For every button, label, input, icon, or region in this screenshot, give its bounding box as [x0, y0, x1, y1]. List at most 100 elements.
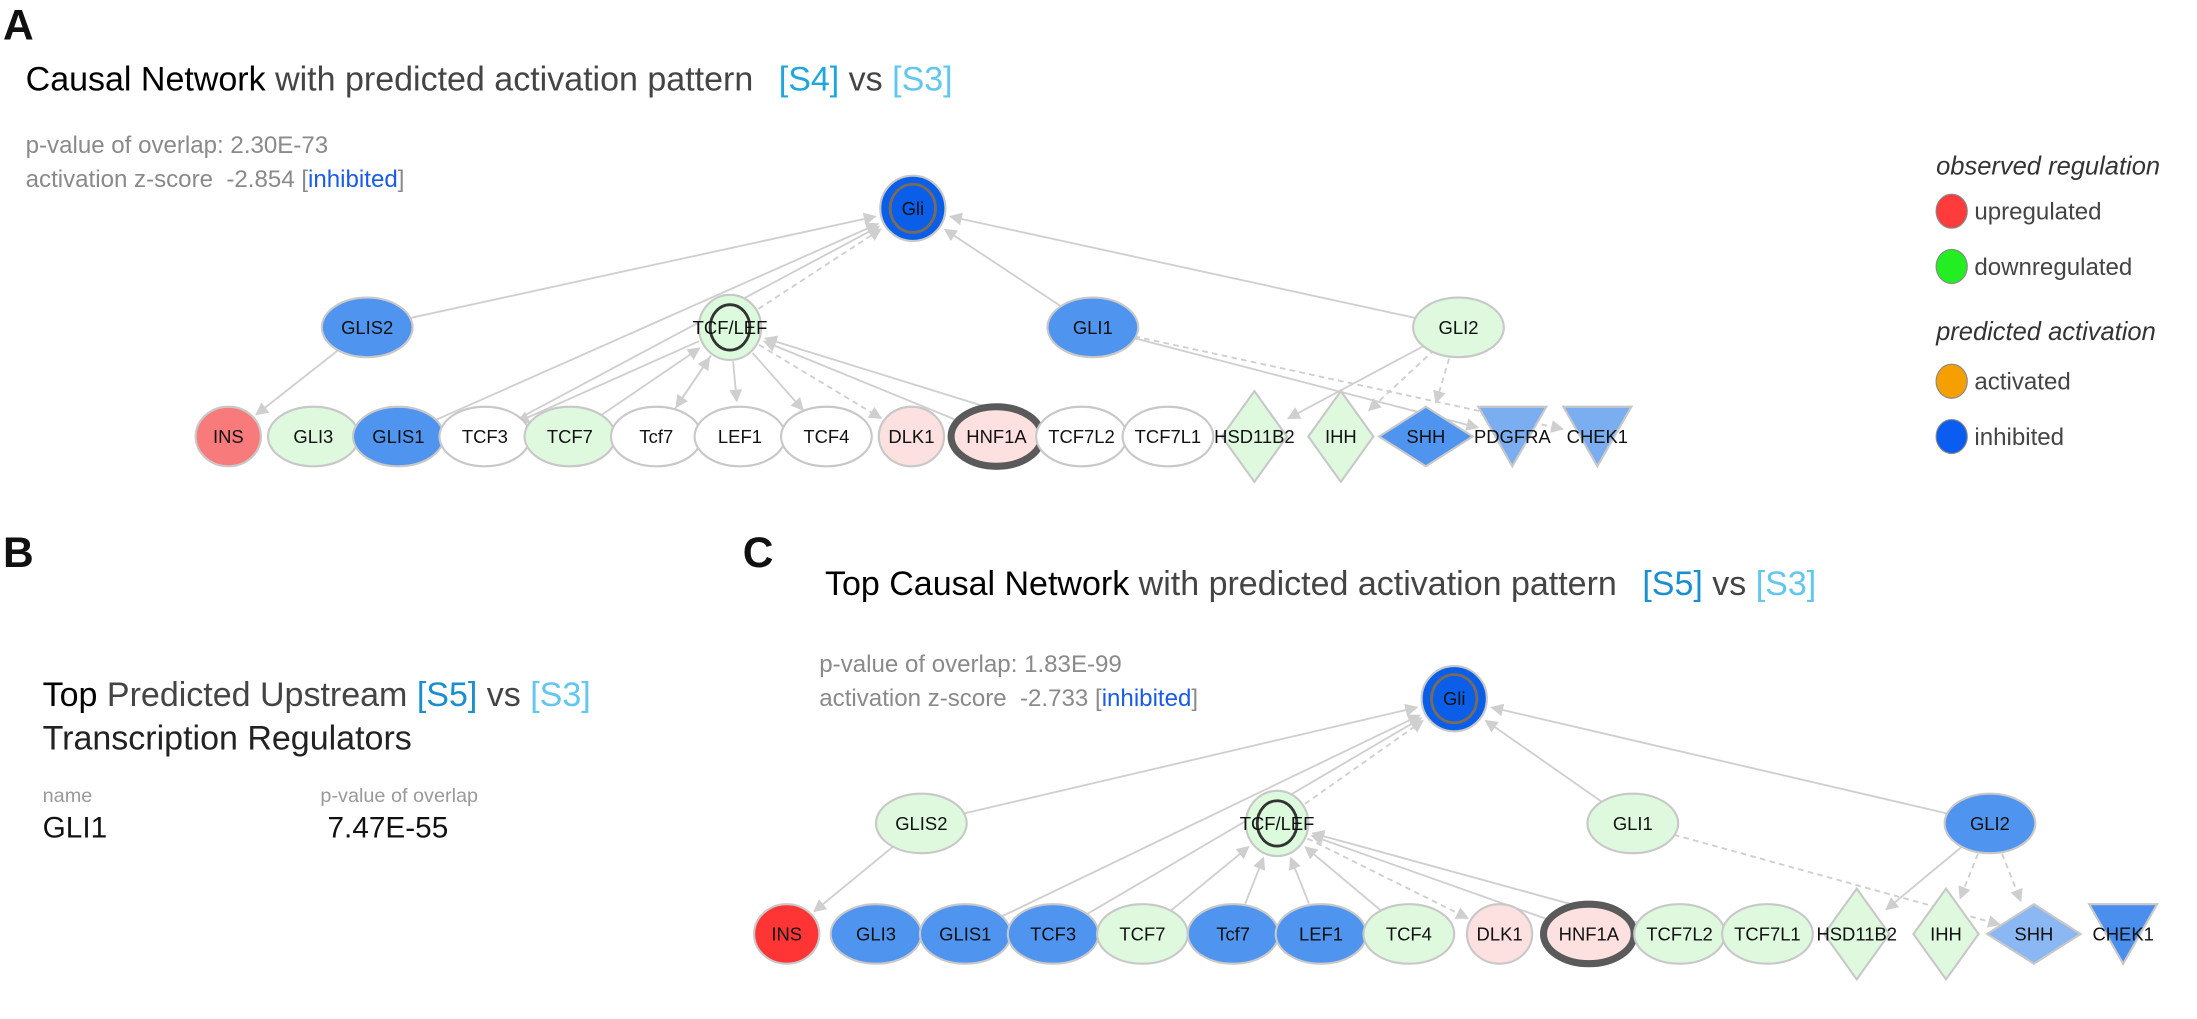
node-dlk1[interactable]: DLK1	[877, 405, 946, 468]
panel-c: C Top Causal Network with predicted acti…	[743, 530, 2160, 982]
edge-gli1-to-gli	[1484, 719, 1607, 806]
node-hsd11b2[interactable]: HSD11B2	[1214, 389, 1295, 484]
node-tcf4[interactable]: TCF4	[779, 405, 873, 468]
edges	[255, 212, 1565, 433]
node-label: LEF1	[718, 426, 762, 447]
node-label: DLK1	[888, 426, 934, 447]
node-label: GLIS2	[341, 317, 393, 338]
node-glis2[interactable]: GLIS2	[874, 792, 968, 855]
node-label: CHEK1	[1567, 426, 1628, 447]
node-tcf7l2[interactable]: TCF7L2	[1633, 903, 1726, 965]
node-gli[interactable]: Gli	[1420, 665, 1488, 733]
node-label: GLI1	[1073, 317, 1113, 338]
node-label: INS	[213, 426, 244, 447]
node-tcf7l2[interactable]: TCF7L2	[1035, 405, 1128, 468]
node-tcf3[interactable]: TCF3	[438, 405, 532, 468]
node-shape	[1121, 405, 1215, 468]
node-tcf7[interactable]: TCF7	[1096, 903, 1189, 965]
node-shape	[1362, 903, 1456, 965]
node-label: SHH	[2014, 923, 2053, 944]
edge-glis2-to-gli	[952, 703, 1419, 817]
node-lef1[interactable]: LEF1	[693, 405, 787, 468]
edge-gli1-to-gli	[943, 228, 1067, 311]
node-shh[interactable]: SHH	[1985, 902, 2083, 965]
node-shape	[1822, 886, 1891, 982]
node-gli1[interactable]: GLI1	[1586, 792, 1680, 855]
node-shape	[877, 405, 946, 468]
node-tcf7[interactable]: Tcf7	[1186, 903, 1280, 965]
edge-gli1-to-chek1	[1124, 333, 1565, 433]
node-tcf7l1[interactable]: TCF7L1	[1121, 405, 1215, 468]
legend: observed regulation upregulated downregu…	[1935, 152, 2160, 455]
node-tcf-lef[interactable]: TCF/LEF	[693, 293, 768, 362]
zscore-text: activation z-score -2.854 [inhibited]	[26, 166, 405, 193]
node-label: TCF7L1	[1734, 923, 1801, 944]
node-glis2[interactable]: GLIS2	[320, 296, 414, 359]
node-inner-ring	[708, 303, 752, 352]
node-hnf1a[interactable]: HNF1A	[1539, 900, 1638, 968]
edge-gli2-to-gli	[948, 212, 1427, 322]
legend-activated: activated	[1974, 369, 2070, 396]
node-glis1[interactable]: GLIS1	[351, 405, 445, 468]
node-gli[interactable]: Gli	[879, 174, 947, 242]
node-lef1[interactable]: LEF1	[1274, 903, 1368, 965]
edge-tcf-lef-to-dlk1	[1307, 837, 1470, 920]
node-pdgfra[interactable]: PDGFRA	[1474, 405, 1551, 469]
node-gli3[interactable]: GLI3	[266, 405, 360, 468]
node-shape	[1721, 903, 1814, 965]
node-shh[interactable]: SHH	[1377, 405, 1475, 468]
panel-letter: C	[743, 530, 774, 577]
node-label: GLI2	[1439, 317, 1479, 338]
edge-gli2-to-ihh	[1367, 348, 1436, 412]
node-label: Gli	[1443, 688, 1466, 709]
node-chek1[interactable]: CHEK1	[1561, 405, 1634, 469]
legend-heading-predicted: predicted activation	[1935, 318, 2156, 346]
node-ins[interactable]: INS	[194, 405, 262, 468]
node-tcf7[interactable]: Tcf7	[609, 405, 703, 468]
panel-a-title: Causal Network with predicted activation…	[26, 61, 953, 99]
edge-hnf1a-to-tcf-lef	[762, 339, 967, 426]
node-tcf3[interactable]: TCF3	[1006, 903, 1100, 965]
node-ihh[interactable]: IHH	[1912, 886, 1980, 982]
edge-gli2-to-shh	[1433, 358, 1451, 404]
node-label: GLI2	[1970, 813, 2010, 834]
regulator-pvalue: 7.47E-55	[328, 812, 449, 845]
edge-glis1-to-gli	[994, 714, 1421, 921]
node-hsd11b2[interactable]: HSD11B2	[1816, 886, 1897, 982]
node-gli1[interactable]: GLI1	[1046, 296, 1140, 359]
edge-glis2-to-ins	[255, 346, 343, 416]
node-label: TCF7L2	[1646, 923, 1713, 944]
panel-a: A Causal Network with predicted activati…	[3, 3, 1634, 484]
node-tcf7[interactable]: TCF7	[523, 405, 617, 468]
edge-gli2-to-hsd11b2	[1885, 843, 1966, 911]
downregulated-swatch	[1935, 248, 1968, 285]
node-label: TCF4	[803, 426, 849, 447]
node-tcf4[interactable]: TCF4	[1362, 903, 1456, 965]
node-gli2[interactable]: GLI2	[1412, 296, 1505, 359]
pvalue-text: p-value of overlap: 1.83E-99	[819, 651, 1122, 678]
node-label: LEF1	[1299, 923, 1343, 944]
node-label: IHH	[1325, 426, 1357, 447]
node-hnf1a[interactable]: HNF1A	[947, 403, 1046, 470]
node-label: TCF4	[1386, 923, 1432, 944]
node-tcf-lef[interactable]: TCF/LEF	[1240, 789, 1315, 858]
edge-gli2-to-ihh	[1958, 853, 1979, 900]
node-gli3[interactable]: GLI3	[829, 903, 923, 965]
node-label: GLI3	[293, 426, 333, 447]
node-chek1[interactable]: CHEK1	[2087, 903, 2160, 966]
node-glis1[interactable]: GLIS1	[918, 903, 1012, 965]
node-label: GLIS1	[372, 426, 424, 447]
node-label: TCF7	[1119, 923, 1165, 944]
node-gli2[interactable]: GLI2	[1943, 792, 2037, 855]
node-shape	[1586, 792, 1680, 855]
node-label: TCF/LEF	[1240, 813, 1315, 834]
node-dlk1[interactable]: DLK1	[1465, 903, 1534, 965]
node-label: HSD11B2	[1816, 923, 1896, 944]
node-ins[interactable]: INS	[753, 903, 821, 965]
node-ihh[interactable]: IHH	[1306, 389, 1375, 484]
node-tcf7l1[interactable]: TCF7L1	[1721, 903, 1814, 965]
node-shape	[1046, 296, 1140, 359]
